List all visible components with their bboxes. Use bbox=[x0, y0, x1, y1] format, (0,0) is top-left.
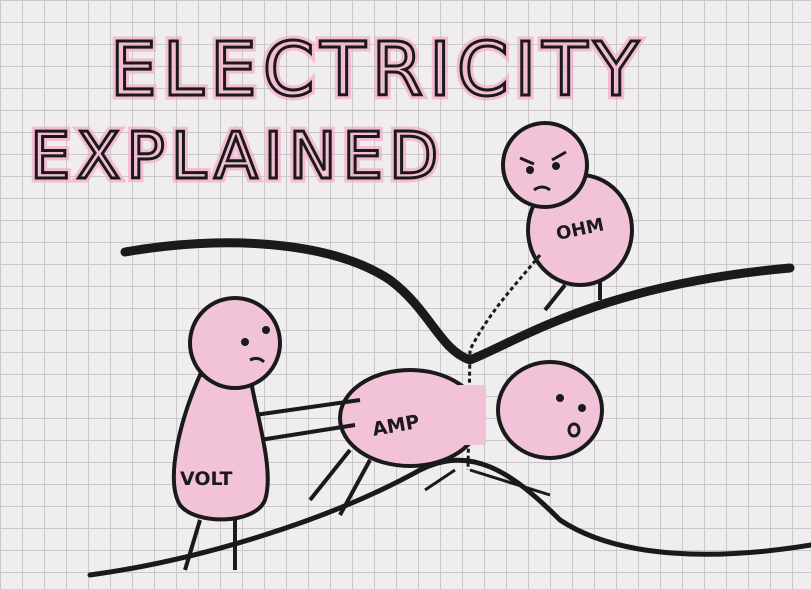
upper-wire-curve bbox=[120, 238, 795, 365]
volt-character: VOLT bbox=[171, 296, 361, 571]
title-line1-glow: ELECTRICITY bbox=[110, 27, 645, 113]
rope bbox=[466, 254, 542, 471]
title-line2: EXPLAINED bbox=[30, 120, 444, 194]
ohm-character: OHM bbox=[501, 121, 634, 312]
title-line1: ELECTRICITY bbox=[110, 27, 645, 113]
title-line2-glow: EXPLAINED bbox=[30, 120, 444, 194]
lower-wire-curve bbox=[87, 457, 811, 578]
volt-label: VOLT bbox=[180, 468, 232, 490]
amp-character: AMP bbox=[308, 360, 604, 516]
